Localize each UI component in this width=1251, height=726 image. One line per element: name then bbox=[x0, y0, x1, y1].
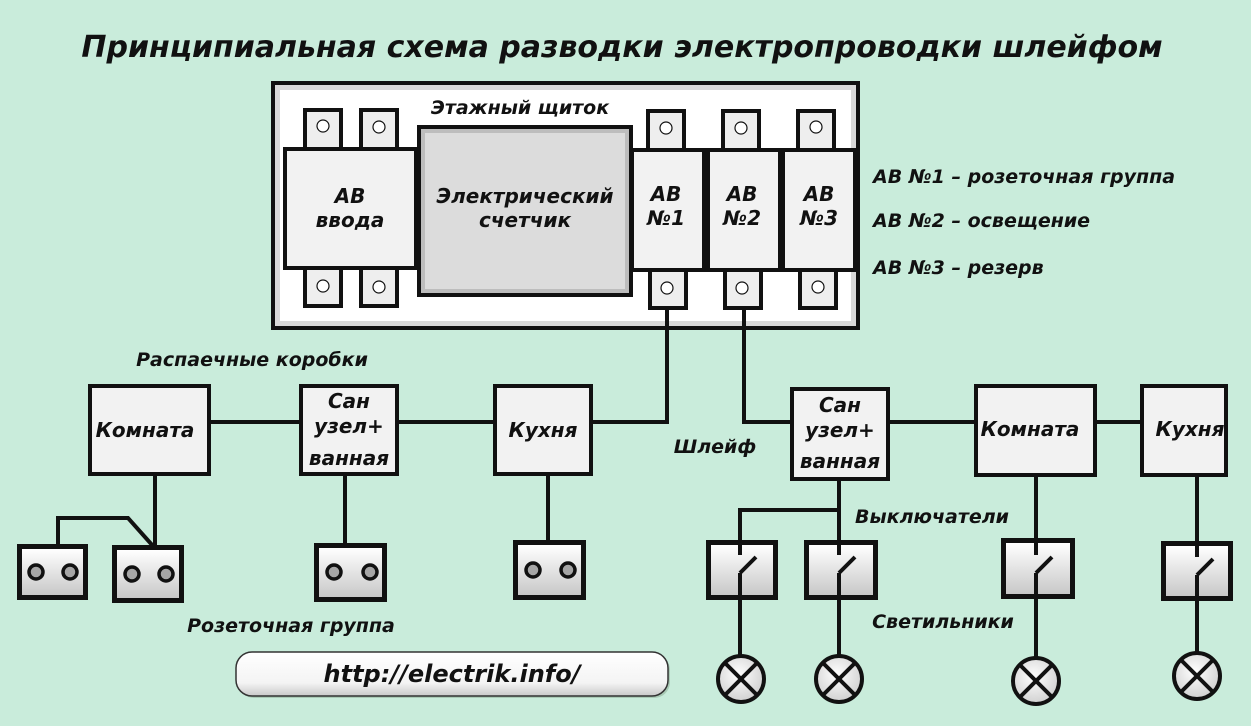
breaker-1-line2: №1 bbox=[646, 206, 685, 230]
website-url[interactable]: http://electrik.info/ bbox=[324, 660, 583, 688]
junction-box-bathroom-sockets: Сан узел+ ванная bbox=[299, 384, 399, 476]
lighting-loop-feed-wire bbox=[742, 308, 792, 424]
legend-item-1: АВ №1 – розеточная группа bbox=[871, 166, 1175, 188]
switch-contact-icon bbox=[837, 555, 857, 575]
loop-label: Шлейф bbox=[674, 436, 756, 458]
electric-meter: Электрический счетчик bbox=[417, 125, 633, 297]
website-link[interactable]: http://electrik.info/ bbox=[235, 651, 670, 698]
breaker-legend: АВ №1 – розеточная группа АВ №2 – освеще… bbox=[871, 166, 1175, 279]
box-label-line1: Сан bbox=[819, 393, 861, 417]
socket-hole-icon bbox=[325, 563, 343, 581]
diagram-title: Принципиальная схема разводки электропро… bbox=[81, 30, 1162, 65]
socket-hole-icon bbox=[559, 561, 577, 579]
input-breaker-terminals bbox=[303, 108, 399, 308]
switch-contact-icon bbox=[1195, 557, 1215, 577]
junction-box-room-lighting: Комната bbox=[974, 384, 1097, 477]
lamps-label: Светильники bbox=[872, 611, 1014, 633]
switch-contact-icon bbox=[738, 555, 758, 575]
light-switch bbox=[706, 540, 778, 600]
legend-item-3: АВ №3 – резерв bbox=[871, 257, 1044, 279]
floor-panel: Этажный щиток АВ ввода Электрический сче… bbox=[271, 81, 860, 330]
panel-label: Этажный щиток bbox=[431, 97, 610, 119]
lamp-icon bbox=[1172, 651, 1222, 701]
box-label-line2: узел+ bbox=[805, 418, 875, 442]
socket-hole-icon bbox=[361, 563, 379, 581]
socket-hole-icon bbox=[157, 565, 175, 583]
box-label-line3: ванная bbox=[309, 446, 389, 470]
breaker-2: АВ №2 bbox=[706, 109, 782, 310]
junction-boxes-label: Распаечные коробки bbox=[136, 349, 368, 371]
meter-line1: Электрический bbox=[436, 184, 613, 208]
socket-hole-icon bbox=[524, 561, 542, 579]
lamp-icon bbox=[814, 654, 864, 704]
breaker-2-line1: АВ bbox=[725, 182, 758, 206]
breaker-2-line2: №2 bbox=[722, 206, 761, 230]
box-label-line1: Сан bbox=[328, 389, 370, 413]
socket-group-label: Розеточная группа bbox=[187, 615, 395, 637]
input-breaker: АВ ввода bbox=[283, 147, 418, 270]
socket-outlet bbox=[314, 543, 387, 602]
junction-box-kitchen-sockets: Кухня bbox=[493, 384, 593, 476]
switches-label: Выключатели bbox=[855, 506, 1009, 528]
lamp-icon bbox=[1011, 656, 1061, 706]
breaker-1-line1: АВ bbox=[649, 182, 682, 206]
breaker-3-line2: №3 bbox=[799, 206, 838, 230]
socket-outlet bbox=[17, 544, 88, 600]
breaker-3: АВ №3 bbox=[781, 109, 857, 310]
box-label: Комната bbox=[96, 418, 195, 442]
light-switch bbox=[804, 540, 878, 600]
box-label: Кухня bbox=[1156, 417, 1225, 441]
socket-outlet bbox=[513, 540, 586, 600]
socket-hole-icon bbox=[61, 563, 79, 581]
socket-loop-feed-wire bbox=[590, 308, 669, 424]
meter-line2: счетчик bbox=[479, 208, 571, 232]
breaker-1: АВ №1 bbox=[630, 109, 706, 310]
junction-box-kitchen-lighting: Кухня bbox=[1140, 384, 1228, 477]
light-switch bbox=[1161, 541, 1233, 601]
lamp-icon bbox=[716, 654, 766, 704]
socket-hole-icon bbox=[123, 565, 141, 583]
legend-item-2: АВ №2 – освещение bbox=[871, 210, 1090, 232]
junction-box-room-sockets: Комната bbox=[88, 384, 211, 476]
socket-outlet bbox=[112, 545, 184, 603]
input-breaker-line2: ввода bbox=[316, 208, 385, 232]
socket-hole-icon bbox=[27, 563, 45, 581]
breaker-3-line1: АВ bbox=[802, 182, 835, 206]
box-label-line3: ванная bbox=[800, 449, 880, 473]
box-label-line2: узел+ bbox=[314, 414, 384, 438]
switch-contact-icon bbox=[1034, 555, 1054, 575]
box-label: Комната bbox=[981, 417, 1080, 441]
light-switch bbox=[1001, 538, 1075, 599]
junction-box-bathroom-lighting: Сан узел+ ванная bbox=[790, 387, 890, 481]
input-breaker-line1: АВ bbox=[333, 184, 366, 208]
box-label: Кухня bbox=[509, 418, 578, 442]
